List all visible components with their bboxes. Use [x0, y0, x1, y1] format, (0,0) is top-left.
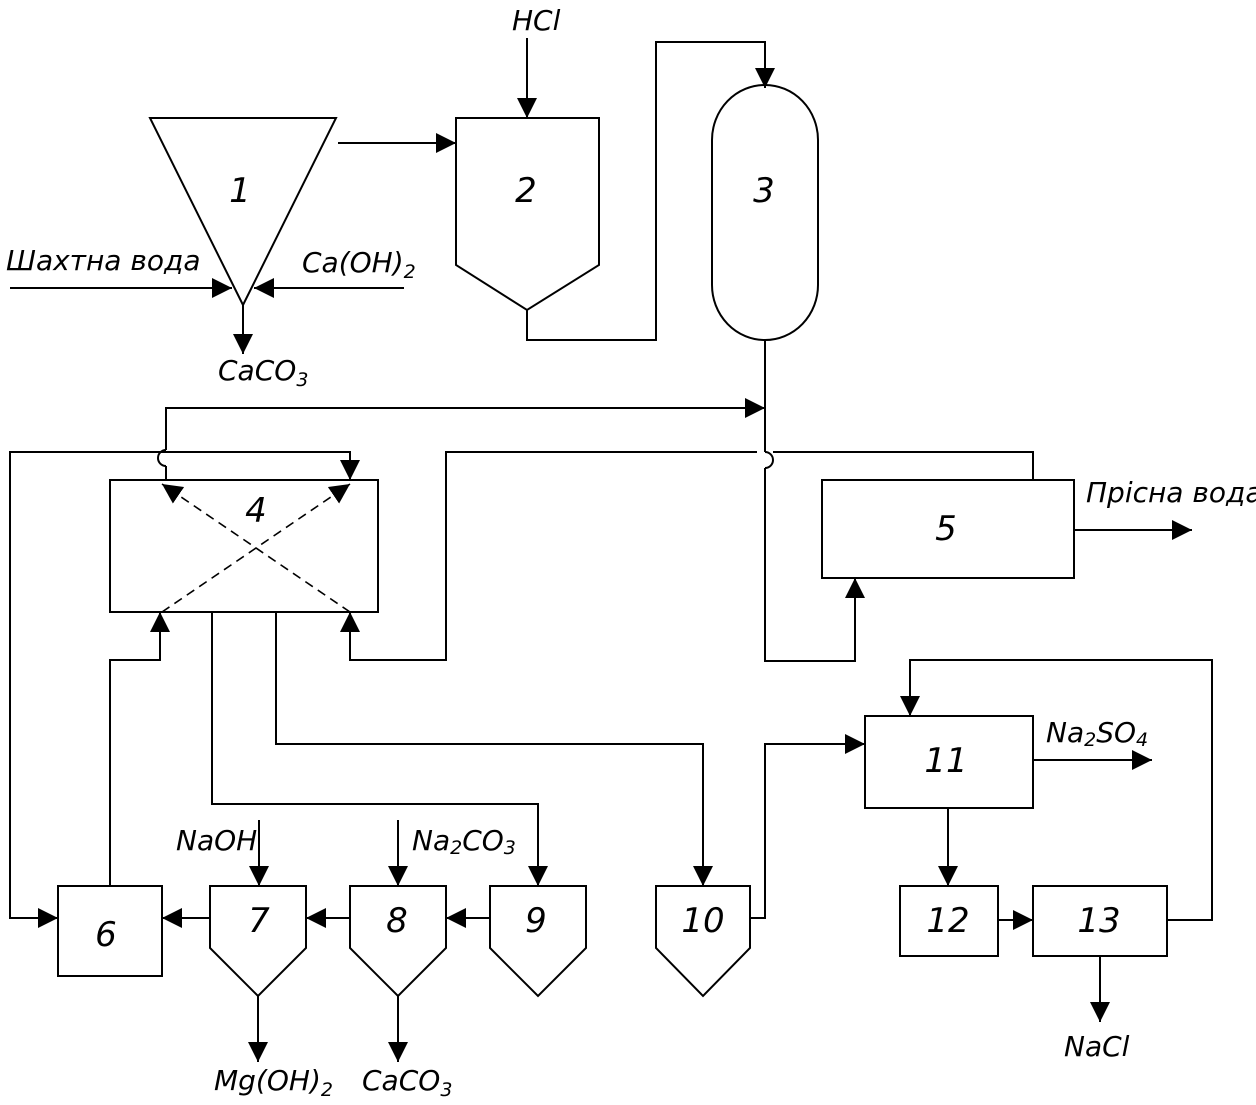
unit-11-shape: [864, 715, 1034, 809]
unit-5-shape: [821, 479, 1075, 579]
flow-6-to-4: [109, 612, 170, 886]
flow-lines: [9, 38, 1213, 1062]
na2so4-label: Na2SO4: [1046, 716, 1148, 751]
unit-12-label: 12: [926, 901, 969, 941]
unit-11: 11: [864, 715, 1034, 809]
na2co3-label: Na2CO3: [412, 824, 516, 859]
unit-8-shape: [349, 885, 447, 998]
flow-4-to-10: [275, 612, 713, 886]
nacl-label: NaCl: [1064, 1030, 1130, 1063]
unit-3-label: 3: [753, 171, 775, 211]
na2co3-label-b: 2: [450, 837, 462, 859]
mine-water-label: Шахтна вода: [6, 244, 201, 277]
flow-5-return-right: [773, 451, 1034, 480]
hcl-label: HCl: [512, 4, 561, 37]
unit-8: 8: [349, 885, 447, 998]
unit-2: 2: [455, 117, 600, 312]
unit-9-shape: [489, 885, 587, 998]
mgoh2-label-main: Mg(OH): [214, 1064, 321, 1097]
na2so4-label-b: 2: [1084, 729, 1096, 751]
crossover-hop-4: [157, 449, 167, 467]
lime-label-sub: 2: [404, 261, 416, 283]
unit-9-label: 9: [525, 901, 547, 941]
unit-1: 1: [148, 117, 338, 308]
flow-2-to-3: [526, 41, 775, 341]
unit-10-label: 10: [681, 901, 724, 941]
flow-4-to-9: [211, 612, 548, 886]
unit-8-label: 8: [386, 901, 408, 941]
na2co3-label-d: 3: [504, 837, 516, 859]
caco3-bottom-label-main: CaCO: [362, 1064, 440, 1097]
caco3-top-label-sub: 3: [296, 369, 308, 391]
unit-7-label: 7: [248, 901, 270, 941]
unit-10: 10: [655, 885, 751, 998]
unit-1-shape: [148, 117, 338, 308]
na2so4-label-a: Na: [1046, 716, 1084, 749]
mgoh2-label-sub: 2: [321, 1079, 333, 1101]
lime-label: Ca(OH)2: [302, 246, 416, 283]
unit-7: 7: [209, 885, 307, 998]
unit-6: 6: [57, 885, 163, 977]
caco3-top-label: CaCO3: [218, 354, 308, 391]
unit-13-label: 13: [1077, 901, 1120, 941]
unit-9: 9: [489, 885, 587, 998]
crossover-hop-3: [764, 451, 774, 469]
unit-13: 13: [1032, 885, 1168, 957]
fresh-water-label: Прісна вода: [1086, 476, 1256, 509]
stream-labels: Шахтна вода Ca(OH)2 CaCO3 HCl Прісна вод…: [6, 4, 1256, 1101]
naoh-label: NaOH: [176, 824, 257, 857]
mgoh2-label: Mg(OH)2: [214, 1064, 333, 1101]
flow-10-to-11: [750, 734, 865, 919]
unit-2-label: 2: [515, 171, 537, 211]
unit-4-label: 4: [245, 491, 267, 531]
lime-label-main: Ca(OH): [302, 246, 404, 279]
unit-10-shape: [655, 885, 751, 998]
flow-3-to-5: [764, 468, 865, 662]
flow-5-return-to-4: [340, 451, 757, 661]
unit-4-shape: [109, 479, 379, 613]
caco3-bottom-label: CaCO3: [362, 1064, 452, 1101]
flow-13-to-11: [900, 659, 1213, 921]
unit-5: 5: [821, 479, 1075, 579]
unit-5-label: 5: [935, 509, 957, 549]
unit-7-shape: [209, 885, 307, 998]
caco3-bottom-label-sub: 3: [440, 1079, 452, 1101]
na2co3-label-a: Na: [412, 824, 450, 857]
unit-6-label: 6: [95, 915, 117, 955]
unit-11-label: 11: [924, 741, 967, 781]
unit-3-shape: [711, 84, 819, 341]
na2co3-label-c: CO: [462, 824, 504, 857]
unit-4-flow-line-b: [161, 483, 351, 613]
unit-4: 4: [109, 479, 379, 613]
unit-1-label: 1: [229, 171, 251, 211]
recycle-4-to-3: [165, 398, 765, 450]
unit-12: 12: [899, 885, 999, 957]
unit-3: 3: [711, 84, 819, 341]
na2so4-label-d: 4: [1136, 729, 1148, 751]
unit-12-shape: [899, 885, 999, 957]
unit-2-shape: [455, 117, 600, 312]
na2so4-label-c: SO: [1096, 716, 1136, 749]
unit-6-shape: [57, 885, 163, 977]
caco3-top-label-main: CaCO: [218, 354, 296, 387]
